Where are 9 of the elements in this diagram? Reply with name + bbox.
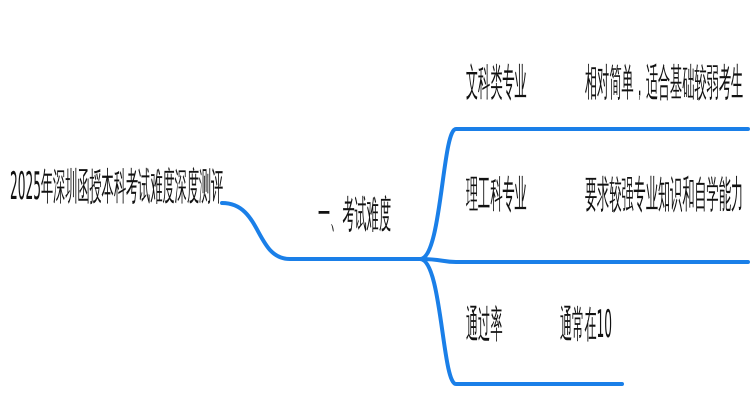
topic-label: 理工科专业 (466, 174, 527, 214)
topic-detail: 相对简单，适合基础较弱考生 (585, 62, 744, 102)
topic-label: 一、考试难度 (318, 194, 391, 234)
topic-detail: 要求较强专业知识和自学能力 (585, 174, 744, 214)
branch-line (220, 201, 422, 261)
title-text: 2025年深圳函授本科考试难度深度测评 (10, 166, 224, 206)
topic-label: 文科类专业 (466, 62, 527, 102)
topic-detail: 通常在10 (560, 304, 612, 344)
topic-label: 通过率 (466, 304, 502, 344)
